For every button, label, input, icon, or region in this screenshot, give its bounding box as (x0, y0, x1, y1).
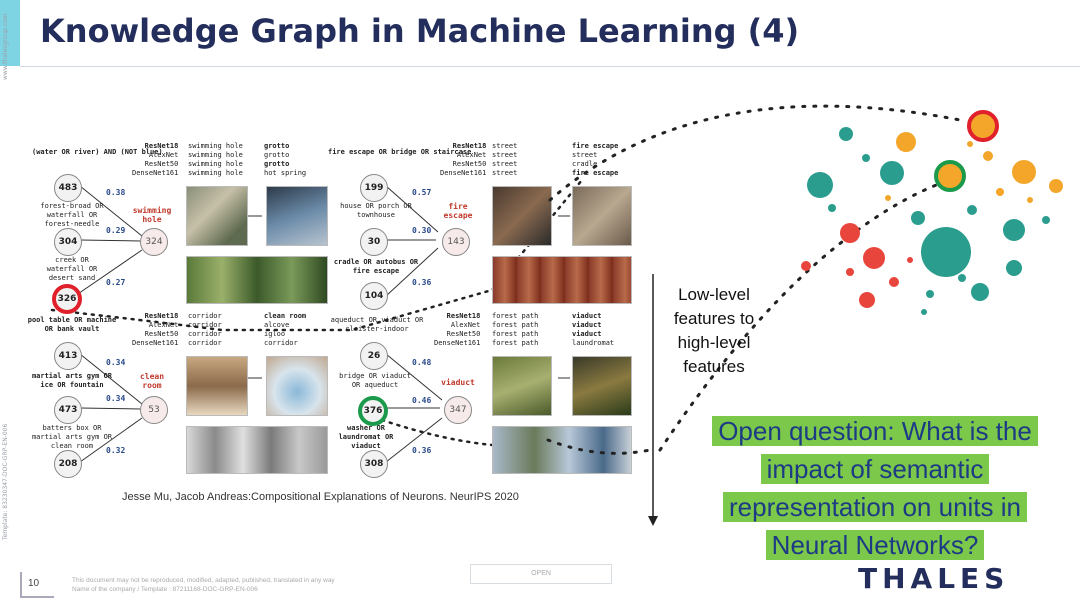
panel2-target-concept: fire escape (443, 202, 473, 220)
panel2-image-2 (572, 186, 632, 246)
panel1-unit-concept-1: forest-broad OR waterfall OR forest-need… (40, 202, 104, 228)
figure-edges (50, 178, 584, 463)
open-question-line-1: Open question: What is the (712, 416, 1038, 446)
panel3-image-2 (266, 356, 328, 416)
open-question-line-3: representation on units in (723, 492, 1027, 522)
panel2-unit-concept-2: cradle OR autobus OR fire escape (333, 258, 419, 275)
panel1-weight-1: 0.38 (106, 188, 126, 197)
panel2-unit-concept-1: house OR porch OR townhouse (340, 202, 412, 219)
arrow-label: Low-level features to high-level feature… (673, 285, 755, 376)
figure-citation: Jesse Mu, Jacob Andreas:Compositional Ex… (122, 491, 519, 503)
panel2-weight-1: 0.57 (412, 188, 432, 197)
panel3-unit-concept-2: batters box OR martial arts gym OR clean… (31, 424, 113, 450)
panel2-target-unit: 143 (442, 228, 470, 256)
panel2-top-concept: fire escape OR bridge OR staircase (328, 148, 472, 156)
panel1-image-1 (186, 186, 248, 246)
panel2-image-1 (492, 186, 552, 246)
panel4-weight-3: 0.36 (412, 446, 432, 455)
panel2-image-strip (492, 256, 632, 304)
panel3-weight-3: 0.32 (106, 446, 126, 455)
panel4-image-1 (492, 356, 552, 416)
panel3-unit-concept-1: martial arts gym OR ice OR fountain (31, 372, 113, 389)
page-number: 10 (20, 572, 54, 598)
title-divider (20, 66, 1080, 67)
panel1-target-unit: 324 (140, 228, 168, 256)
panel2-unit-1: 199 (360, 174, 388, 202)
panel3-weight-2: 0.34 (106, 394, 126, 403)
panel1-unit-3-highlighted: 326 (52, 284, 82, 314)
panel4-image-strip (492, 426, 632, 474)
panel4-unit-concept-1: bridge OR viaduct OR aqueduct (339, 372, 411, 389)
panel3-image-1 (186, 356, 248, 416)
open-question: Open question: What is the impact of sem… (690, 412, 1060, 564)
panel2-unit-2: 30 (360, 228, 388, 256)
slide-title: Knowledge Graph in Machine Learning (4) (40, 12, 800, 50)
panel3-top-concept: pool table OR machine OR bank vault (27, 316, 117, 333)
panel1-unit-2: 304 (54, 228, 82, 256)
connector-dotted-curve (546, 104, 962, 455)
panel4-target-unit: 347 (444, 396, 472, 424)
panel3-unit-2: 473 (54, 396, 82, 424)
panel1-target-concept: swimming hole (132, 206, 172, 224)
panel3-unit-3: 208 (54, 450, 82, 478)
side-label-top: www.thalesgroup.com (2, 13, 9, 80)
panel4-weight-2: 0.46 (412, 396, 432, 405)
panel4-unit-2-highlighted: 376 (358, 396, 388, 426)
footer-legal-text: This document may not be reproduced, mod… (72, 577, 335, 593)
title-accent-bar (0, 0, 20, 66)
panel2-weight-3: 0.36 (412, 278, 432, 287)
panel3-weight-1: 0.34 (106, 358, 126, 367)
panel4-top-concept: aqueduct OR viaduct OR cloister-indoor (330, 316, 424, 333)
panel3-unit-1: 413 (54, 342, 82, 370)
panel4-unit-concept-2: washer OR laundromat OR viaduct (338, 424, 394, 450)
open-question-line-2: impact of semantic (760, 454, 990, 484)
panel3-image-strip (186, 426, 328, 474)
panel3-target-concept: clean room (139, 372, 165, 390)
panel4-weight-1: 0.48 (412, 358, 432, 367)
panel4-image-2 (572, 356, 632, 416)
panel1-weight-2: 0.29 (106, 226, 126, 235)
knowledge-graph-icon (801, 110, 1063, 315)
panel3-target-unit: 53 (140, 396, 168, 424)
panel1-top-concept: (water OR river) AND (NOT blue) (32, 148, 163, 156)
panel1-image-2 (266, 186, 328, 246)
panel1-unit-concept-2: creek OR waterfall OR desert sand (46, 256, 98, 282)
panel1-unit-1: 483 (54, 174, 82, 202)
company-logo: THALES (858, 562, 1010, 595)
panel4-unit-3: 308 (360, 450, 388, 478)
panel1-image-strip (186, 256, 328, 304)
classification-box: OPEN (470, 564, 612, 584)
panel4-target-concept: viaduct (441, 378, 475, 387)
side-label-bottom: Template: 83230347-DOC-GRP-EN-006 (2, 423, 9, 540)
panel2-weight-2: 0.30 (412, 226, 432, 235)
panel4-unit-1: 26 (360, 342, 388, 370)
neuron-figure: (water OR river) AND (NOT blue) 483 fore… (22, 140, 634, 480)
open-question-line-4: Neural Networks? (765, 530, 985, 560)
low-to-high-arrow (648, 274, 658, 526)
panel2-unit-3: 104 (360, 282, 388, 310)
panel1-weight-3: 0.27 (106, 278, 126, 287)
